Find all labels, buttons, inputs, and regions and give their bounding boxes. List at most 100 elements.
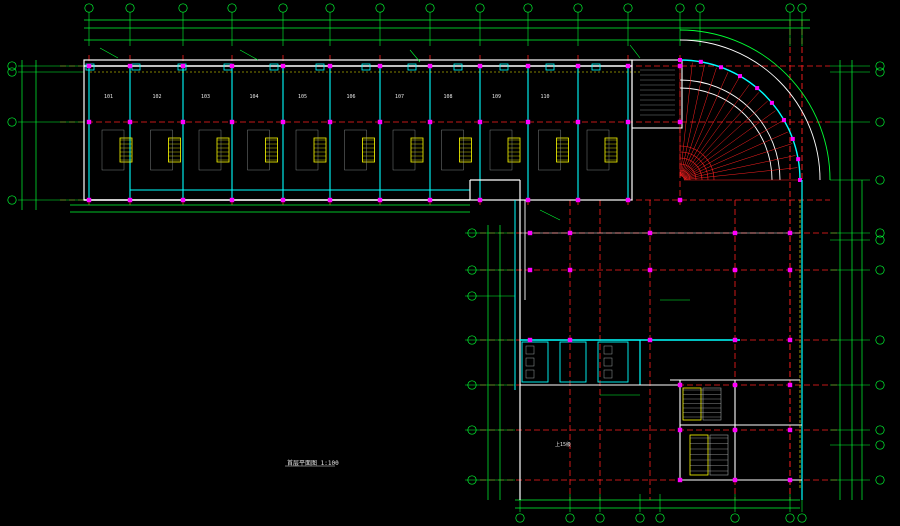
column [280,119,286,125]
column [86,197,92,203]
curved-wall [679,39,821,181]
grid-bubble [375,3,385,13]
grid-bubble [467,425,477,435]
radial-axis [683,143,793,180]
grid-bubble [467,291,477,301]
fixture [603,369,613,379]
stair-flight [702,387,722,421]
column [127,63,133,69]
column [677,197,683,203]
column [377,197,383,203]
grid-bubble [7,195,17,205]
leader-line [409,49,421,63]
grid-bubble [467,335,477,345]
column [625,197,631,203]
leader-line [629,44,641,59]
grid-bubble [875,235,885,245]
grid-bubble [325,3,335,13]
curved-wall [679,59,801,181]
window-niche [453,63,463,71]
radial-axis [681,72,729,177]
grid-bubble [467,475,477,485]
column [732,267,738,273]
furniture-block [392,129,416,171]
column [790,136,795,141]
column [677,63,683,69]
room-label: 105 [298,94,307,100]
furniture-block [586,129,610,171]
room-label: 109 [492,94,501,100]
grid-bubble [523,3,533,13]
grid-bubble [785,513,795,523]
radial-stair [679,151,709,181]
radial-axis [683,167,798,180]
radial-axis [682,84,750,177]
column [525,63,531,69]
column [732,427,738,433]
column [575,119,581,125]
column [427,197,433,203]
leader-line [99,47,119,59]
column [678,58,682,62]
furniture-block [441,129,464,171]
grid-bubble [565,513,575,523]
column [280,63,286,69]
grid-bubble [7,61,17,71]
column [677,477,683,483]
column [677,119,683,125]
column [180,119,186,125]
grid-bubble [227,3,237,13]
room-label: 101 [104,94,113,100]
stair-flight [265,137,278,163]
curved-wall [679,87,773,181]
stair-core [631,59,683,129]
column [86,119,92,125]
column [677,427,683,433]
column [527,337,533,343]
grid-bubble [695,3,705,13]
window-niche [131,63,141,71]
grid-bubble [515,513,525,523]
curved-wall [679,29,831,181]
stair-note: 上15级 [555,442,572,448]
furniture-block [489,129,513,171]
fixture [525,357,535,367]
column [787,230,793,236]
leader-line [239,49,259,61]
grid-bubble [635,513,645,523]
radial-axis [682,92,760,178]
column [787,267,793,273]
grid-bubble [278,3,288,13]
grid-bubble [875,67,885,77]
column [477,197,483,203]
column [798,178,802,182]
column [427,119,433,125]
grid-bubble [7,67,17,77]
column [327,119,333,125]
column [677,382,683,388]
radial-stair [679,145,715,181]
column [575,197,581,203]
column [280,197,286,203]
column [477,119,483,125]
furniture-block [538,129,561,171]
grid-bubble [475,3,485,13]
radial-axis [680,67,717,177]
radial-axis [683,120,783,179]
furniture-block [247,129,270,171]
grid-bubble [875,175,885,185]
grid-bubble [875,440,885,450]
stair-flight [216,137,230,163]
curved-wall [679,79,781,181]
stair-flight [362,137,375,163]
grid-bubble [875,380,885,390]
toilet-block [597,341,629,383]
column [525,119,531,125]
radial-stair [679,157,703,181]
column [647,337,653,343]
column [787,382,793,388]
column [787,337,793,343]
room-label: 104 [250,94,259,100]
grid-bubble [623,3,633,13]
stair-flight [459,137,472,163]
